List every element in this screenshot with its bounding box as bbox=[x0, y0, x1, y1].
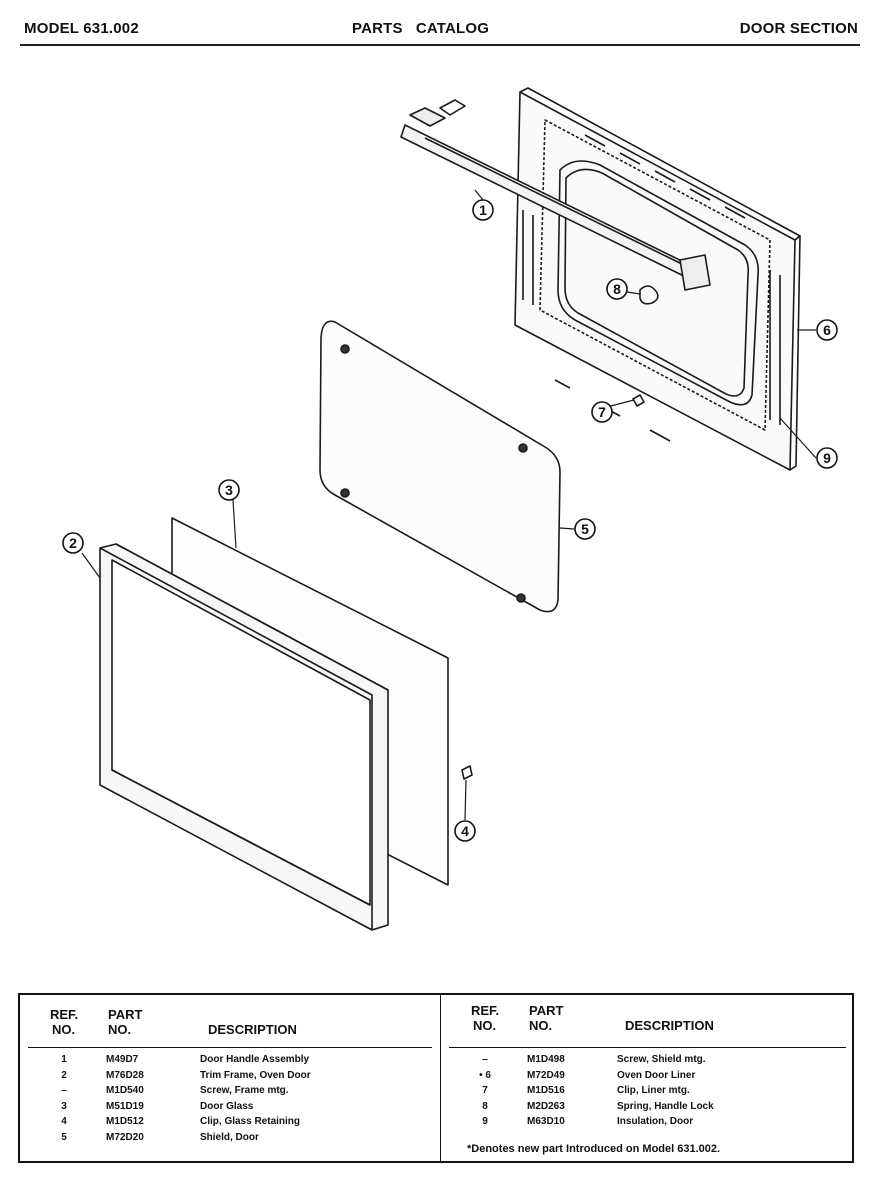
callout-label-8: 8 bbox=[613, 281, 621, 297]
callout-label-2: 2 bbox=[69, 535, 77, 551]
table-row: – M1D498 Screw, Shield mtg. bbox=[441, 1052, 854, 1068]
ref-no: 8 bbox=[482, 1100, 488, 1112]
description: Trim Frame, Oven Door bbox=[200, 1069, 311, 1081]
part-no: M51D19 bbox=[106, 1100, 144, 1112]
callout-2: 2 bbox=[62, 532, 84, 554]
callout-9: 9 bbox=[816, 447, 838, 469]
callout-label-4: 4 bbox=[461, 823, 469, 839]
part-no: M1D512 bbox=[106, 1116, 144, 1127]
footnote: *Denotes new part Introduced on Model 63… bbox=[467, 1143, 721, 1155]
table-row: 2 M76D28 Trim Frame, Oven Door bbox=[20, 1068, 440, 1084]
spring-handle-lock bbox=[639, 285, 659, 305]
table-row: – M1D540 Screw, Frame mtg. bbox=[20, 1083, 440, 1099]
part-no: M76D28 bbox=[106, 1069, 144, 1081]
catalog-title: PARTS CATALOG bbox=[352, 20, 490, 37]
description: Clip, Glass Retaining bbox=[200, 1116, 301, 1127]
ref-no: 9 bbox=[482, 1116, 488, 1127]
description: Screw, Shield mtg. bbox=[617, 1054, 706, 1065]
ref-no: – bbox=[61, 1085, 67, 1096]
part-no: M2D263 bbox=[527, 1100, 565, 1112]
ref-no: 3 bbox=[61, 1100, 67, 1112]
ref-no: – bbox=[482, 1054, 488, 1065]
callout-3: 3 bbox=[218, 479, 240, 501]
clip-liner-mtg bbox=[632, 394, 645, 407]
table-row: • 6 M72D49 Oven Door Liner bbox=[441, 1068, 854, 1084]
part-no: M72D49 bbox=[527, 1069, 565, 1081]
header-rule bbox=[20, 44, 860, 46]
description: Door Handle Assembly bbox=[200, 1054, 310, 1065]
callout-label-9: 9 bbox=[823, 450, 831, 466]
callout-label-5: 5 bbox=[581, 521, 589, 537]
table-row: 4 M1D512 Clip, Glass Retaining bbox=[20, 1114, 440, 1130]
callout-label-3: 3 bbox=[225, 482, 233, 498]
header-divider bbox=[28, 1047, 432, 1048]
part-no: M1D516 bbox=[527, 1085, 565, 1096]
callout-6: 6 bbox=[816, 319, 838, 341]
exploded-door-diagram: 1 2 3 4 5 6 7 8 bbox=[62, 87, 838, 931]
ref-no: • 6 bbox=[479, 1069, 491, 1081]
callout-5: 5 bbox=[574, 518, 596, 540]
ref-no: 4 bbox=[61, 1116, 67, 1127]
description-header: DESCRIPTION bbox=[625, 1018, 714, 1033]
description-header: DESCRIPTION bbox=[208, 1022, 297, 1037]
clip-glass-retaining bbox=[461, 765, 473, 780]
door-handle-assembly bbox=[400, 99, 711, 291]
part-no: M1D540 bbox=[106, 1085, 144, 1096]
trim-frame bbox=[99, 543, 389, 931]
callout-label-1: 1 bbox=[479, 202, 487, 218]
table-row: 8 M2D263 Spring, Handle Lock bbox=[441, 1099, 854, 1115]
callout-1: 1 bbox=[472, 199, 494, 221]
table-row: 7 M1D516 Clip, Liner mtg. bbox=[441, 1083, 854, 1099]
model-number: MODEL 631.002 bbox=[24, 20, 139, 37]
table-row: 1 M49D7 Door Handle Assembly bbox=[20, 1052, 440, 1068]
ref-no: 7 bbox=[482, 1085, 488, 1096]
description: Screw, Frame mtg. bbox=[200, 1085, 289, 1096]
ref-no: 2 bbox=[61, 1069, 67, 1081]
part-no: M72D20 bbox=[106, 1131, 144, 1143]
description: Shield, Door bbox=[200, 1131, 259, 1143]
callout-label-7: 7 bbox=[598, 404, 606, 420]
description: Insulation, Door bbox=[617, 1116, 694, 1127]
callout-4: 4 bbox=[454, 820, 476, 842]
door-shield bbox=[319, 320, 561, 613]
section-title: DOOR SECTION bbox=[739, 20, 858, 37]
part-no: M63D10 bbox=[527, 1116, 565, 1127]
description: Oven Door Liner bbox=[617, 1069, 696, 1081]
header-divider bbox=[449, 1047, 846, 1048]
ref-no: 5 bbox=[61, 1131, 67, 1143]
oven-door-liner bbox=[514, 87, 801, 471]
callout-8: 8 bbox=[606, 278, 628, 300]
part-no: M1D498 bbox=[527, 1054, 565, 1065]
ref-header: REF.NO. bbox=[50, 1007, 79, 1037]
ref-no: 1 bbox=[61, 1054, 67, 1065]
ref-header: REF.NO. bbox=[471, 1003, 500, 1033]
table-row: 3 M51D19 Door Glass bbox=[20, 1099, 440, 1115]
callout-label-6: 6 bbox=[823, 322, 831, 338]
description: Spring, Handle Lock bbox=[617, 1100, 714, 1112]
description: Clip, Liner mtg. bbox=[617, 1085, 690, 1096]
part-no: M49D7 bbox=[106, 1054, 139, 1065]
callout-7: 7 bbox=[591, 401, 613, 423]
table-row: 9 M63D10 Insulation, Door bbox=[441, 1114, 854, 1130]
description: Door Glass bbox=[200, 1100, 254, 1112]
table-row: 5 M72D20 Shield, Door bbox=[20, 1130, 440, 1146]
